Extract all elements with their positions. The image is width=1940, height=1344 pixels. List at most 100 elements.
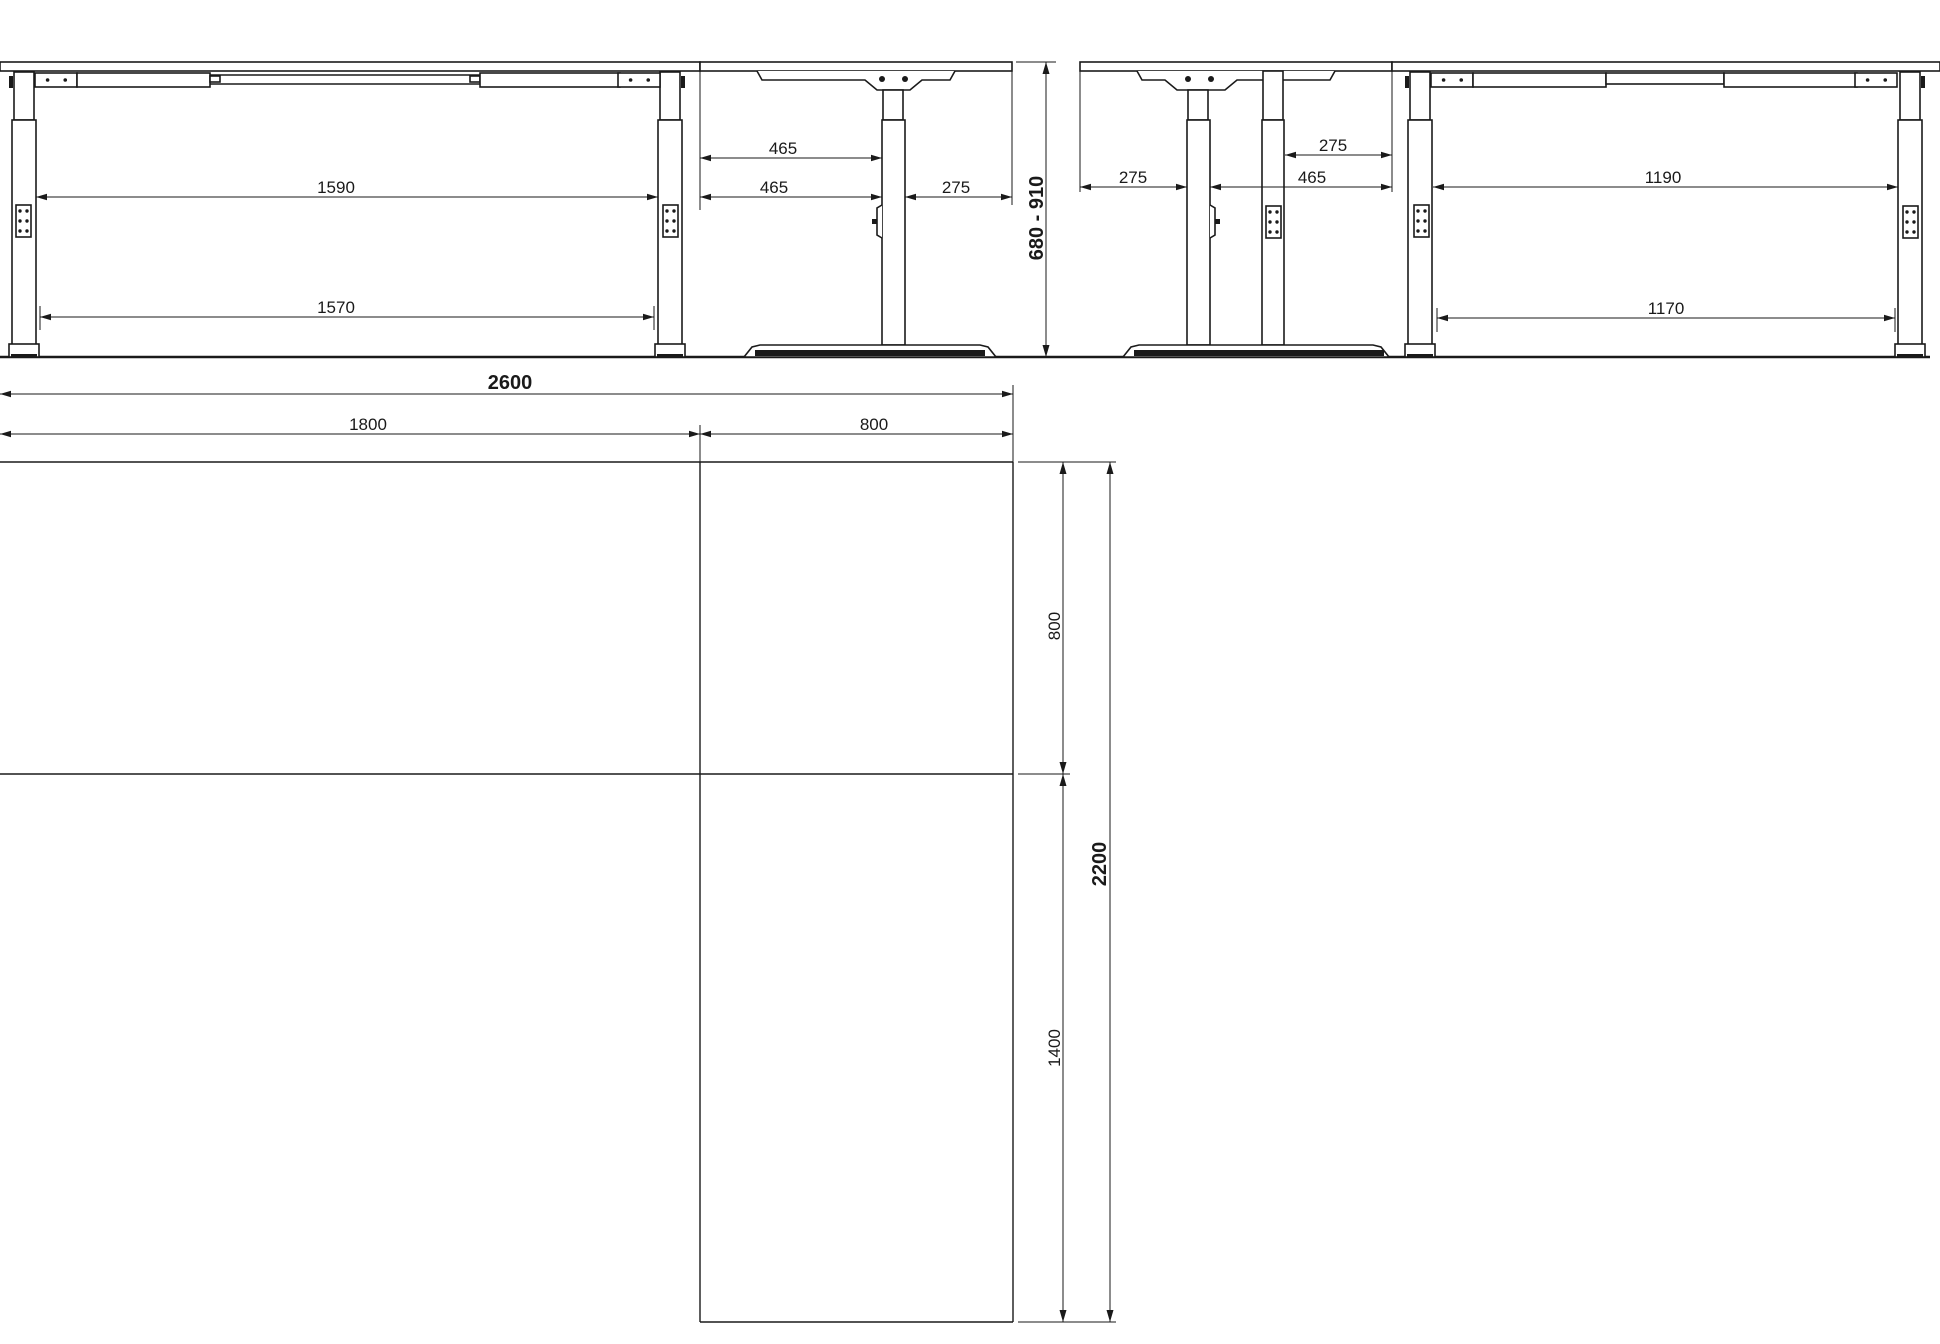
leg-upper-column [1899, 71, 1921, 121]
desktop-side-single [699, 61, 1013, 72]
bracket-bolt [1883, 78, 1888, 82]
arrowhead [1106, 1310, 1114, 1322]
arrowhead [1042, 345, 1050, 357]
control-box-button [1268, 210, 1272, 214]
frame-center-rail [1605, 72, 1725, 85]
mount-bolt [879, 76, 885, 82]
height-range-label: 680 - 910 [1026, 176, 1048, 261]
leg-upper-column [659, 71, 681, 121]
bracket-bolt [646, 78, 651, 82]
control-box-button [1416, 209, 1420, 213]
dim-label-275-upper-right: 275 [1319, 136, 1347, 155]
mount-bracket [1430, 72, 1474, 88]
control-box-button [1423, 219, 1427, 223]
control-box-button [1423, 229, 1427, 233]
bracket-bolt [1865, 78, 1870, 82]
leg-upper-column [1262, 70, 1284, 121]
control-box-button [25, 209, 29, 213]
control-box-button [1416, 219, 1420, 223]
control-box-button [672, 229, 676, 233]
control-box-button [1905, 220, 1909, 224]
mount-bracket [617, 72, 661, 88]
control-box-button [25, 219, 29, 223]
control-box-icon [15, 204, 32, 238]
hand-switch [876, 204, 883, 239]
arrowhead [36, 193, 47, 201]
arrowhead [905, 193, 916, 201]
foot-glide [11, 354, 37, 357]
bracket-bolt [45, 78, 50, 82]
arrowhead [1433, 183, 1444, 191]
leg-lower-column [881, 119, 906, 346]
control-box-button [1912, 230, 1916, 234]
control-box-button [1912, 210, 1916, 214]
control-box-button [18, 229, 22, 233]
dim-label-275-right: 275 [942, 178, 970, 197]
frame-knob [1921, 76, 1925, 88]
control-box-icon [662, 204, 679, 238]
arrowhead [647, 193, 658, 201]
dim-label-465-lower-right: 465 [1298, 168, 1326, 187]
arrowhead [1002, 430, 1013, 438]
base-foot-sole [755, 350, 985, 356]
leg-upper-column [1409, 71, 1431, 121]
rail-pin [209, 75, 221, 83]
arrowhead [1210, 183, 1221, 191]
mount-bracket [1854, 72, 1898, 88]
arrowhead [1059, 774, 1067, 786]
control-box-button [672, 209, 676, 213]
hand-switch [1209, 204, 1216, 239]
arrowhead [1059, 762, 1067, 774]
arrowhead [1176, 183, 1187, 191]
bracket-bolt [628, 78, 633, 82]
control-box-button [1275, 210, 1279, 214]
arrowhead [1887, 183, 1898, 191]
control-box-button [18, 209, 22, 213]
frame-beam-right [479, 72, 621, 88]
foot-glide [657, 354, 683, 357]
arrowhead [689, 430, 700, 438]
frame-knob [681, 76, 685, 88]
arrowhead [1285, 151, 1296, 159]
desktop-side-double [1079, 61, 1393, 72]
arrowhead [0, 430, 11, 438]
arrowhead [1001, 193, 1012, 201]
control-box-button [1275, 220, 1279, 224]
arrowhead [1042, 62, 1050, 74]
frame-knob [1405, 76, 1409, 88]
arrowhead [871, 193, 882, 201]
arrowhead [643, 313, 654, 321]
control-box-button [665, 209, 669, 213]
control-box-button [672, 219, 676, 223]
frame-beam-right [1723, 72, 1858, 88]
arrowhead [1106, 462, 1114, 474]
arrowhead [1381, 183, 1392, 191]
dim-label-1570: 1570 [317, 298, 355, 317]
rail-pin [469, 75, 481, 83]
frame-beam-left [1472, 72, 1607, 88]
dim-label-465-lower: 465 [760, 178, 788, 197]
frame-knob [9, 76, 13, 88]
control-box-icon [1413, 204, 1430, 238]
arrowhead [1059, 1310, 1067, 1322]
dim-label-275-left: 275 [1119, 168, 1147, 187]
arrowhead [1381, 151, 1392, 159]
mount-bolt [1208, 76, 1214, 82]
desktop-right-front [1391, 61, 1940, 72]
control-box-button [1905, 210, 1909, 214]
frame-beam-left [76, 72, 211, 88]
dim-label-800-width: 800 [860, 415, 888, 434]
control-box-icon [1265, 205, 1282, 239]
control-box-button [1275, 230, 1279, 234]
arrowhead [700, 430, 711, 438]
arrowhead [871, 154, 882, 162]
dim-label-1590: 1590 [317, 178, 355, 197]
control-box-button [665, 229, 669, 233]
dim-label-1170: 1170 [1648, 299, 1685, 318]
arrowhead [1059, 462, 1067, 474]
control-box-button [1912, 220, 1916, 224]
hand-switch-knob [872, 219, 877, 224]
control-box-button [1905, 230, 1909, 234]
mount-bracket [34, 72, 78, 88]
dim-label-1190: 1190 [1645, 168, 1682, 187]
